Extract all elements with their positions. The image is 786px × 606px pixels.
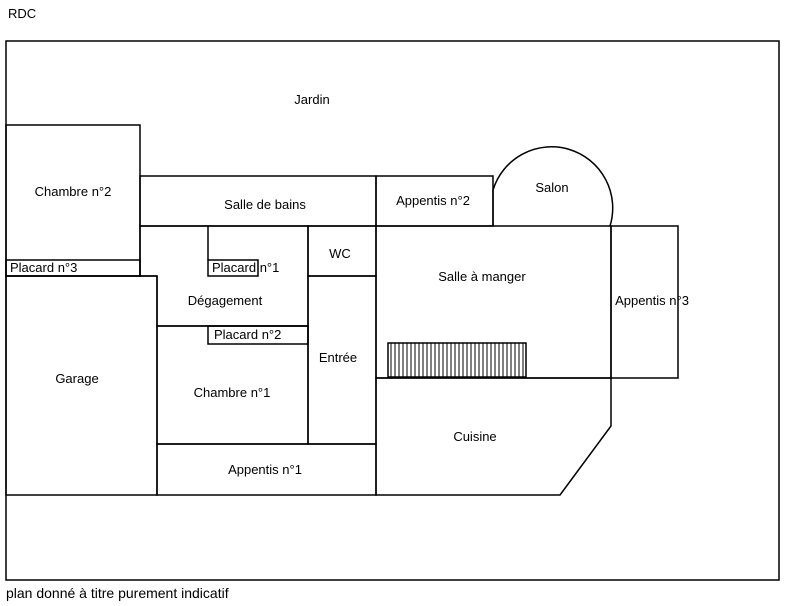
label-wc: WC bbox=[329, 246, 351, 261]
property-boundary bbox=[5, 40, 780, 581]
label-salon: Salon bbox=[535, 180, 568, 195]
label-salle-de-bains: Salle de bains bbox=[224, 197, 306, 212]
label-placard-2: Placard n°2 bbox=[214, 327, 281, 342]
room-salon bbox=[492, 146, 614, 227]
room-chambre-2 bbox=[5, 124, 141, 277]
label-entree: Entrée bbox=[319, 350, 357, 365]
label-jardin: Jardin bbox=[294, 92, 329, 107]
label-appentis-2: Appentis n°2 bbox=[396, 193, 470, 208]
label-chambre-2: Chambre n°2 bbox=[35, 184, 112, 199]
label-salle-a-manger: Salle à manger bbox=[438, 269, 526, 284]
label-placard-1: Placard n°1 bbox=[212, 260, 279, 275]
room-cuisine bbox=[375, 377, 612, 496]
room-appentis-3 bbox=[610, 225, 679, 379]
label-chambre-1: Chambre n°1 bbox=[194, 385, 271, 400]
room-placard-1 bbox=[207, 259, 259, 277]
level-label: RDC bbox=[8, 6, 36, 21]
label-appentis-3: Appentis n°3 bbox=[615, 293, 689, 308]
label-degagement: Dégagement bbox=[188, 293, 263, 308]
label-garage: Garage bbox=[55, 371, 98, 386]
staircase bbox=[387, 342, 527, 378]
label-cuisine: Cuisine bbox=[453, 429, 496, 444]
label-placard-3: Placard n°3 bbox=[10, 260, 77, 275]
staircase-outline bbox=[387, 342, 527, 378]
staircase-treads bbox=[390, 343, 524, 377]
footer-disclaimer: plan donné à titre purement indicatif bbox=[6, 585, 229, 601]
label-appentis-1: Appentis n°1 bbox=[228, 462, 302, 477]
